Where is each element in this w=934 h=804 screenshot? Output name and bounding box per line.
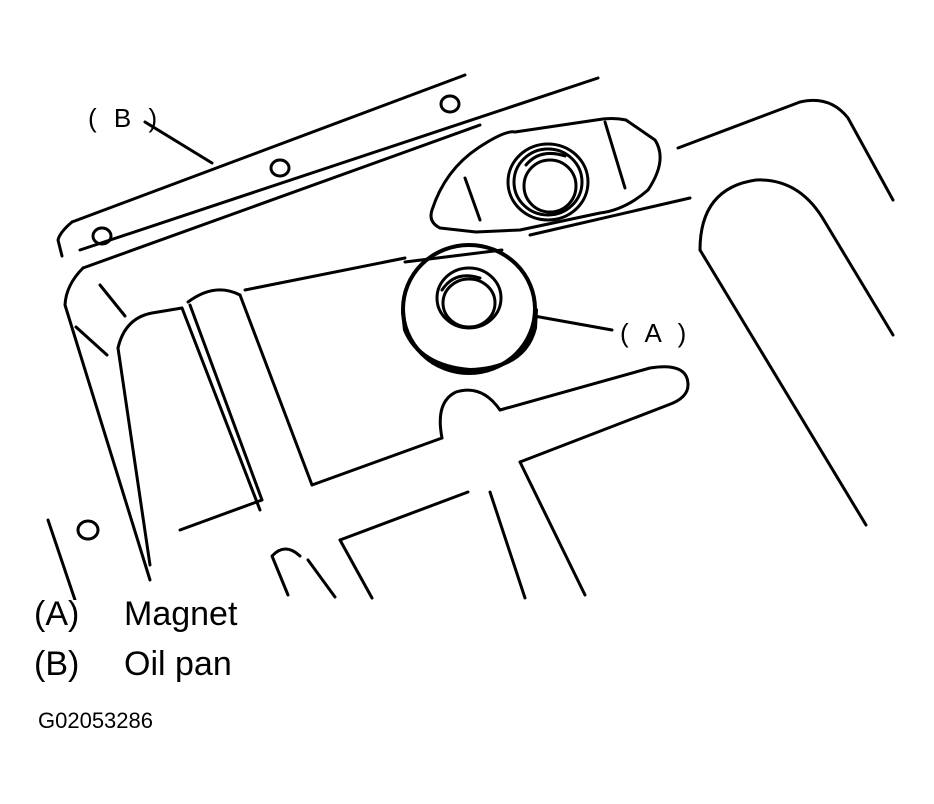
legend-item-oil-pan: (B) Oil pan — [34, 642, 237, 692]
legend-item-magnet: (A) Magnet — [34, 592, 237, 642]
flange-bolt-holes — [76, 94, 461, 541]
legend-key: (A) — [34, 595, 80, 633]
drain-plug-boss — [429, 117, 662, 234]
oil-pan-magnet-illustration: ( B ) ( A ) — [46, 73, 895, 600]
callout-b-label: ( B ) — [88, 103, 162, 133]
leader-line-a — [532, 314, 614, 332]
leader-line-b — [143, 120, 214, 165]
legend-label: Oil pan — [124, 645, 232, 683]
oil-pan-inner-ribs — [116, 196, 692, 600]
legend-key: (B) — [34, 645, 80, 683]
oil-pan-right-rib — [698, 178, 895, 527]
callout-a-label: ( A ) — [620, 318, 691, 348]
oil-pan-flange — [46, 73, 895, 600]
magnet — [401, 243, 538, 375]
parts-legend: (A) Magnet (B) Oil pan — [34, 592, 237, 692]
figure-id: G02053286 — [38, 708, 153, 733]
legend-label: Magnet — [124, 595, 238, 633]
